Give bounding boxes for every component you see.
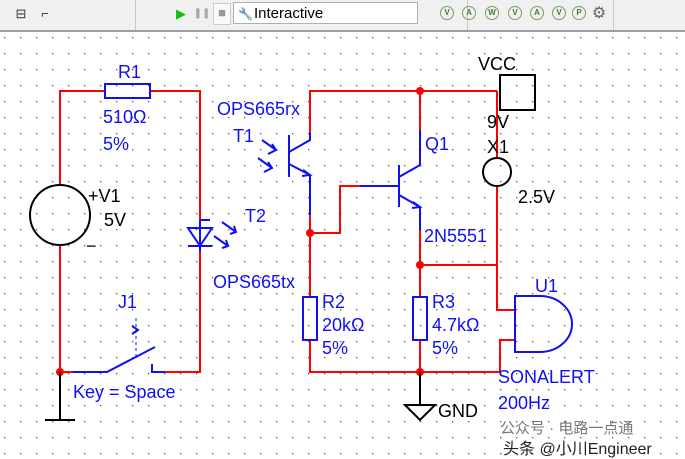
x1-ref: X1	[487, 137, 509, 157]
u1-ref: U1	[535, 276, 558, 296]
q1-ref: Q1	[425, 134, 449, 154]
wrench-icon: 🔧	[238, 7, 253, 21]
mode-selector[interactable]: 🔧Interactive	[233, 2, 418, 24]
differential-voltage-icon[interactable]: V	[508, 6, 522, 20]
dc-voltage-icon[interactable]: V	[552, 6, 566, 20]
led-emission-arrows	[213, 221, 238, 249]
ammeter-icon[interactable]: A	[462, 6, 476, 20]
watermark-toutiao: 头条 @小川Engineer	[503, 440, 652, 458]
r1-tol: 5%	[103, 134, 129, 154]
led-t2	[186, 219, 214, 252]
separator-right	[612, 0, 614, 30]
run-icon[interactable]: ▶	[176, 6, 186, 21]
vcc-label: VCC	[478, 54, 516, 74]
switch-j1	[73, 346, 165, 373]
probe-icon[interactable]: P	[572, 6, 586, 20]
hierarchy-icon[interactable]: ⊟	[15, 6, 27, 21]
stop-icon[interactable]: ■	[213, 3, 231, 25]
t2-model: OPS665tx	[213, 272, 295, 292]
resistor-r3	[412, 296, 428, 341]
voltage-source-v1	[29, 184, 91, 246]
j1-key: Key = Space	[73, 382, 176, 402]
ac-meter-icon[interactable]: A	[530, 6, 544, 20]
buzzer-u1	[514, 295, 573, 353]
resistor-r1	[104, 83, 151, 99]
light-input-arrows	[257, 139, 278, 173]
v1-ref: +V1	[88, 186, 121, 206]
q1-model: 2N5551	[424, 226, 487, 246]
ground-wires	[45, 372, 421, 421]
voltmeter-icon[interactable]: V	[440, 6, 454, 20]
u1-model: SONALERT	[498, 367, 595, 387]
vcc-box	[499, 74, 536, 111]
t1-model: OPS665rx	[217, 99, 300, 119]
v1-value: 5V	[104, 210, 126, 230]
r2-tol: 5%	[322, 338, 348, 358]
j1-ref: J1	[118, 292, 137, 312]
x1-value: 2.5V	[518, 187, 555, 207]
u1-freq: 200Hz	[498, 393, 550, 413]
r3-value: 4.7kΩ	[432, 315, 479, 335]
lamp-x1	[482, 157, 512, 187]
grid	[0, 33, 685, 459]
resistor-r2	[302, 296, 318, 341]
step-icon[interactable]: ⌐	[41, 6, 49, 21]
settings-gear-icon[interactable]: ⚙	[591, 5, 607, 22]
pause-icon[interactable]: ❚❚	[193, 8, 211, 19]
ground-icon	[402, 404, 438, 422]
toolbar-group-left: ⊟ ⌐	[0, 0, 136, 30]
r1-ref: R1	[118, 62, 141, 82]
components	[73, 83, 573, 373]
t2-ref: T2	[245, 206, 266, 226]
simulation-toolbar: ⊟ ⌐ ▶ ❚❚ ■ 🔧Interactive V A W V A V P ⚙	[0, 0, 685, 32]
r3-tol: 5%	[432, 338, 458, 358]
switch-key-mark	[131, 325, 140, 335]
transistor-q1	[360, 130, 423, 230]
wires	[59, 90, 515, 373]
gnd-label: GND	[438, 401, 478, 421]
r1-value: 510Ω	[103, 107, 147, 127]
r3-ref: R3	[432, 292, 455, 312]
wattmeter-icon[interactable]: W	[485, 6, 499, 20]
vcc-value: 9V	[487, 112, 509, 132]
r2-value: 20kΩ	[322, 315, 364, 335]
t1-ref: T1	[233, 126, 254, 146]
schematic-canvas[interactable]: R1 510Ω 5% +V1 5V − OPS665rx T1 T2 OPS66…	[0, 33, 685, 459]
v1-minus: −	[86, 236, 97, 256]
phototransistor-t1	[288, 133, 313, 215]
watermark-wechat: 公众号 · 电路一点通	[500, 420, 633, 437]
mode-label: Interactive	[254, 5, 324, 22]
r2-ref: R2	[322, 292, 345, 312]
